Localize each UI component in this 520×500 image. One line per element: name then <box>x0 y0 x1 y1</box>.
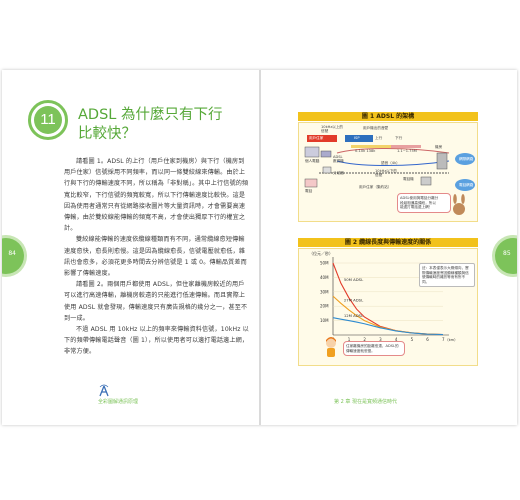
downstream-wire <box>336 160 450 166</box>
label-down: 下行 <box>395 136 403 140</box>
right-page-number: 85 <box>503 250 511 257</box>
isp-box <box>345 135 373 142</box>
freq-band-bar <box>351 145 391 148</box>
paragraph-2: 雙絞線能傳輸的速度依纜線種類而有不同，通常纜線愈短傳輸速度愈快，愈長則愈慢。這是… <box>64 236 247 278</box>
y-tick-label: 30M <box>320 289 329 294</box>
x-tick-label: 4 <box>395 337 398 342</box>
right-page-tab: 85 <box>495 238 517 274</box>
label-low-freq: 10kHz以下的 信號 <box>375 169 398 178</box>
figure1-speech-bubble: ADSL使用與電話分離分 段組相通高頻段，所以 能邊打電話邊上網！ <box>397 193 451 213</box>
x-tick-label: 3 <box>379 337 382 342</box>
label-adsl-modem: ADSL 數據機 <box>333 155 344 164</box>
antenna-logo-icon <box>98 384 110 397</box>
figure2-note: 註：本表僅表示大概傾向，實際傳輸速度會因纜線種類與信號傳輸時的雜訊等而有所不同。 <box>419 263 475 288</box>
figure2-speech-bubble: 住家離機房的距離愈遠，ADSL的傳輸速度就愈慢。 <box>343 341 405 357</box>
label-voice-band: 10kHz以上的 信號 <box>321 125 344 134</box>
series-label-2: 12M ADSL <box>344 313 364 318</box>
y-tick-label: 50M <box>320 261 329 266</box>
title-line-1: ADSL 為什麼只有下行 <box>78 107 223 123</box>
y-tick-label: 20M <box>320 304 329 309</box>
label-up: 上行 <box>375 136 383 140</box>
page-title: ADSL 為什麼只有下行 比較快？ <box>78 106 248 144</box>
label-freq-header: 用戶機出的音壁 <box>363 126 389 130</box>
y-axis-label: （位元／秒） <box>309 250 333 256</box>
paragraph-1: 請看圖 1。ADSL 的上行（用戶住家到機房）與下行（機房到用戶住家）信號採用不… <box>64 158 249 233</box>
x-tick-label: 6 <box>426 337 429 342</box>
x-tick-label: 5 <box>411 337 414 342</box>
chapter-badge: 11 <box>28 100 68 140</box>
telephone-icon <box>304 178 318 188</box>
paragraph-4: 不過 ADSL 用 10kHz 以上的頻率來傳輸資料信號，10kHz 以下的頻帶… <box>64 326 249 356</box>
series-label-1: 27M ADSL <box>344 297 364 302</box>
label-freq-a: 0-10k 138k <box>355 149 376 153</box>
label-voice: 語音（4k） <box>381 161 400 165</box>
upstream-wire <box>336 148 450 154</box>
x-tick-label: 7 <box>442 337 445 342</box>
label-phone-net: 電話網路 <box>459 183 474 187</box>
pc-icon <box>304 146 320 158</box>
label-station: 機房 <box>435 145 443 149</box>
station-rack-icon <box>436 152 448 170</box>
title-line-2: 比較快？ <box>78 126 136 142</box>
label-user-home: 用戶住家 <box>309 136 324 140</box>
series-label-0: 50M ADSL <box>344 277 364 282</box>
phone-net-cloud-icon <box>455 179 475 191</box>
label-splitter: 分歧器 <box>333 171 344 175</box>
rabbit-ear-left <box>453 194 457 204</box>
chapter-number: 11 <box>34 106 62 134</box>
user-home-box <box>307 135 337 142</box>
paragraph-3: 請看圖 2。兩個用戶都使用 ADSL，但住家離機房較近的用戶可以進行高速傳輸，離… <box>64 281 248 322</box>
label-freq-b: 1.1~1.75M <box>397 149 417 153</box>
girl-character-icon <box>326 337 336 357</box>
figure2-chart-panel: （位元／秒）10M20M30M40M50M01234567（km）纜線長度50M… <box>298 248 478 366</box>
figure2-title: 圖 2 纜線長度與傳輸速度的關係 <box>298 238 478 247</box>
label-office: 用戶住家（集約站） <box>359 185 392 189</box>
label-line: 電話機 <box>403 177 414 181</box>
adsl-architecture-svg <box>304 135 475 215</box>
rabbit-ear-right <box>461 194 465 204</box>
modem-icon <box>320 150 332 158</box>
internet-cloud-icon <box>455 153 475 165</box>
figure1-diagram: 10kHz以上的 信號 用戶機出的音壁 用戶住家 ISP 上行 下行 0-10k… <box>298 122 478 222</box>
body-text: 請看圖 1。ADSL 的上行（用戶住家到機房）與下行（機房到用戶住家）信號採用不… <box>64 156 249 358</box>
footer-book-title: 全彩圖解通訊原理 <box>98 399 139 405</box>
x-unit-label: （km） <box>445 337 458 342</box>
series-line-2 <box>332 317 444 336</box>
speed-vs-length-chart: （位元／秒）10M20M30M40M50M01234567（km）纜線長度50M… <box>309 250 458 348</box>
splitter-icon <box>322 166 332 174</box>
figure1-title: 圖 1 ADSL 的架構 <box>298 112 478 121</box>
label-isp: ISP <box>354 136 360 140</box>
station-splitter-icon <box>420 176 432 186</box>
label-internet: 網際網路 <box>459 157 474 161</box>
x-tick-label: 1 <box>348 337 351 342</box>
label-pc: 個人電腦 <box>305 159 320 163</box>
x-tick-label: 2 <box>363 337 366 342</box>
book-spread: 84 11 ADSL 為什麼只有下行 比較快？ 請看圖 1。ADSL 的上行（用… <box>2 70 517 425</box>
book-gutter <box>259 70 261 425</box>
freq-band-bar-high <box>391 145 421 148</box>
label-telephone: 電話 <box>305 189 313 193</box>
y-tick-label: 40M <box>320 275 329 280</box>
left-page-tab: 84 <box>2 238 24 274</box>
footer-chapter: 第 2 章 現在是寬頻通信時代 <box>334 399 397 405</box>
left-page-number: 84 <box>8 250 16 257</box>
y-tick-label: 10M <box>320 318 329 323</box>
rabbit-face <box>453 203 465 215</box>
